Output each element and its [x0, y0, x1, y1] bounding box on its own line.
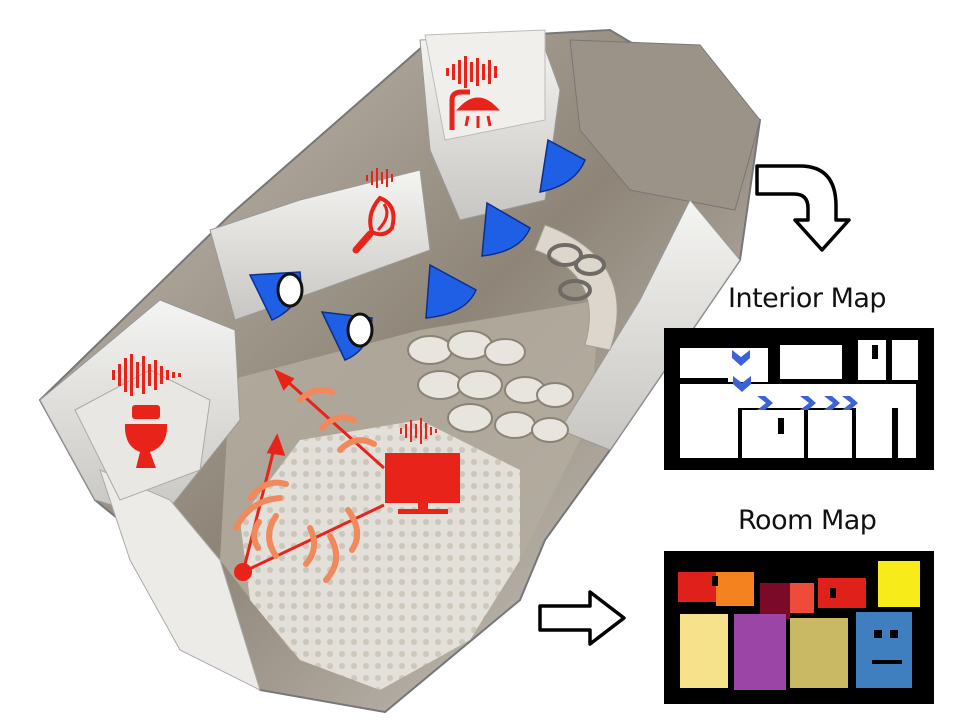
room-map-title: Room Map — [738, 505, 877, 536]
camera-cone-icon — [248, 138, 586, 361]
whisk-icon — [352, 195, 396, 254]
dining-chairs — [407, 330, 574, 443]
back-room — [569, 39, 761, 211]
interior-map-arrows — [732, 350, 858, 410]
sofa — [534, 224, 618, 351]
interior-map — [664, 328, 934, 470]
sound-wave-shower — [446, 56, 497, 88]
shower-icon — [449, 89, 501, 130]
right-arrow-icon — [538, 590, 626, 646]
interior-map-title: Interior Map — [728, 283, 887, 314]
coffee-table — [547, 243, 606, 301]
room-map — [664, 551, 934, 704]
shower-room-wall — [424, 29, 546, 141]
tv-icon — [385, 453, 460, 514]
front-bathroom-wall — [99, 469, 261, 691]
sound-wave-toilet — [112, 354, 181, 396]
right-wall — [559, 199, 741, 451]
agent-dot-icon — [234, 563, 252, 581]
sound-wave-tv — [400, 418, 437, 444]
curved-arrow-icon — [755, 164, 851, 252]
sound-wave-kitchen — [366, 168, 393, 188]
sound-wave-arcs — [233, 387, 377, 583]
toilet-icon — [124, 405, 168, 468]
camera-lens-details — [276, 272, 374, 348]
